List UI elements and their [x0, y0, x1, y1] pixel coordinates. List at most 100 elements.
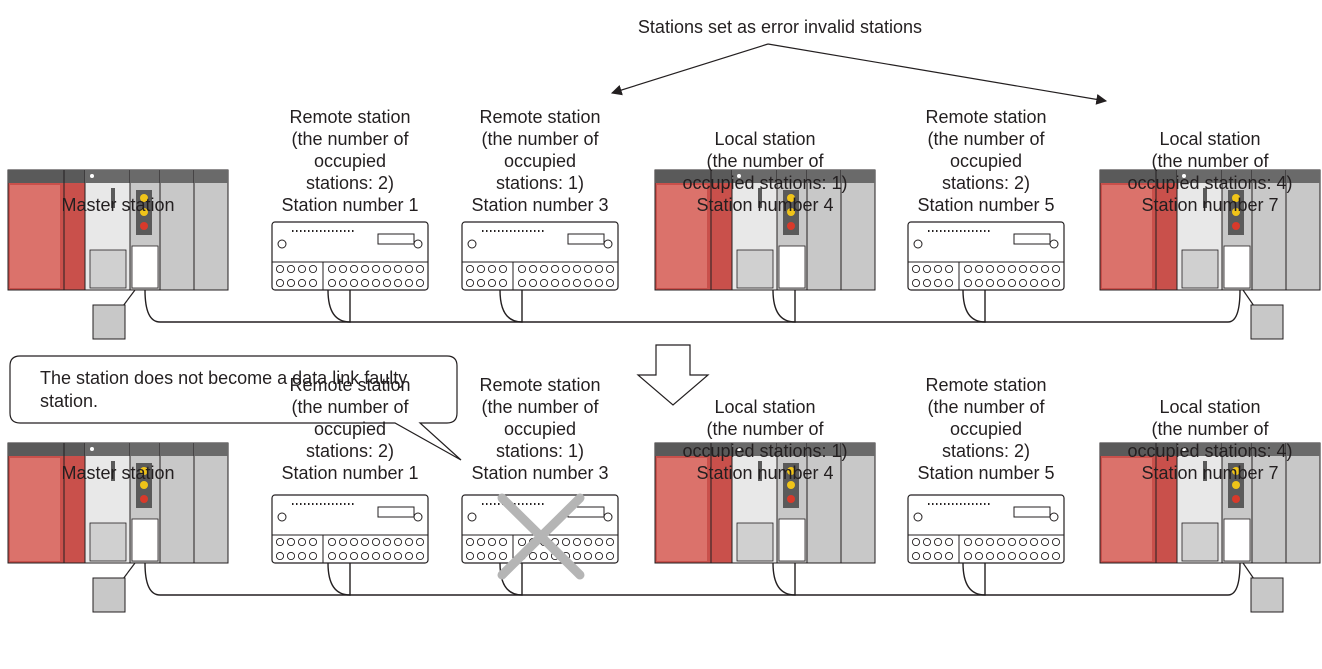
station-label-line: stations: 2) [306, 173, 394, 193]
remote-io-terminal [1029, 551, 1039, 561]
station-label-line: occupied [950, 419, 1022, 439]
remote-io-terminal [415, 278, 425, 288]
remote-io-body [461, 494, 619, 564]
remote-io-terminal [605, 278, 615, 288]
remote-io-terminal [933, 551, 943, 561]
plc-power-module [7, 442, 86, 564]
station-label-line: Station number 1 [281, 195, 418, 215]
remote-io-terminal [327, 537, 337, 547]
remote-io-switch [377, 506, 415, 518]
remote-io-terminal [583, 537, 593, 547]
remote-io-terminal [297, 537, 307, 547]
plc-cpu-led [1182, 447, 1186, 451]
remote-io-screw-left [913, 239, 923, 249]
station-label-line: Master station [61, 463, 174, 483]
plc-cpu-module-top [732, 443, 777, 456]
remote-io-terminal [550, 264, 560, 274]
remote-io-terminal [404, 264, 414, 274]
remote-io-terminal [911, 537, 921, 547]
remote-io-terminal [404, 551, 414, 561]
remote-io-terminal [1040, 278, 1050, 288]
station-label-line: occupied [504, 419, 576, 439]
station-label-line: Local station [1159, 397, 1260, 417]
remote-io-switch [1013, 233, 1051, 245]
plc-io-module-1-top [1252, 170, 1286, 183]
station-label-line: Remote station [479, 375, 600, 395]
remote-io-terminal [963, 278, 973, 288]
remote-io-terminal [487, 278, 497, 288]
remote-io-terminal [528, 551, 538, 561]
plc-cpu-module [84, 169, 131, 291]
remote-io-terminal [465, 278, 475, 288]
station-label-line: Station number 5 [917, 463, 1054, 483]
station-label-line: Master station [61, 195, 174, 215]
plc-network-led-run [1232, 194, 1240, 202]
plc-network-led-err [140, 495, 148, 503]
remote-io-terminal [308, 537, 318, 547]
error-invalid-annotation: Stations set as error invalid stations [610, 17, 1108, 105]
remote-io-terminal [349, 264, 359, 274]
remote-io-terminal [371, 264, 381, 274]
plc-network-led-err [787, 495, 795, 503]
remote-io-terminal [985, 551, 995, 561]
plc-network-module-top [130, 170, 160, 183]
remote-io-terminal [996, 278, 1006, 288]
station-label-line: Station number 4 [696, 463, 833, 483]
remote-io-terminal [1051, 264, 1061, 274]
remote-io-terminal [327, 278, 337, 288]
remote-io-body [907, 494, 1065, 564]
plc-cpu-indicator [1203, 461, 1207, 481]
remote-io-terminal [911, 551, 921, 561]
terminator-right [1250, 304, 1284, 340]
remote-io-terminal [561, 264, 571, 274]
plc-cpu-module-top [732, 170, 777, 183]
station-label-line: stations: 2) [942, 441, 1030, 461]
station-label-line: Station number 4 [696, 195, 833, 215]
remote-io-terminal [583, 264, 593, 274]
remote-io-screw-left [467, 239, 477, 249]
remote-io-terminal [465, 264, 475, 274]
remote-io-terminal [1051, 278, 1061, 288]
remote-io-screw-left [913, 512, 923, 522]
remote-io-terminal [393, 551, 403, 561]
station-label-line: (the number of [706, 151, 824, 171]
station-label-line: stations: 1) [496, 441, 584, 461]
plc-power-module [654, 442, 733, 564]
remote-io-terminal [286, 278, 296, 288]
terminator-lead-left [122, 289, 136, 307]
bus-drop [499, 289, 523, 323]
station-label-line: Remote station [925, 375, 1046, 395]
bus-drop [327, 289, 351, 323]
remote-io-terminal [922, 278, 932, 288]
bus-drop [772, 562, 796, 596]
remote-io-terminal [1040, 537, 1050, 547]
station-label-line: Station number 7 [1141, 463, 1278, 483]
remote-io-terminal [922, 551, 932, 561]
plc-cpu-led [90, 174, 94, 178]
remote-io-terminal [476, 537, 486, 547]
remote-io-terminal [371, 278, 381, 288]
plc-power-module [1099, 169, 1178, 291]
remote-io-terminal [338, 537, 348, 547]
plc-io-module-1-top [807, 443, 841, 456]
plc-network-module [776, 169, 808, 291]
plc-cpu-module [1176, 442, 1223, 564]
plc-network-module [129, 442, 161, 564]
station-label-line: occupied stations: 4) [1127, 441, 1292, 461]
plc-io-module-1-top [160, 443, 194, 456]
remote-io-terminal [974, 551, 984, 561]
station-label-line: (the number of [481, 397, 599, 417]
remote-io-terminal [572, 264, 582, 274]
remote-io-terminal [561, 537, 571, 547]
plc-network-led-run [787, 467, 795, 475]
plc-network-module-top [1222, 443, 1252, 456]
station-label-line: occupied [314, 419, 386, 439]
remote-io-terminal [1051, 551, 1061, 561]
remote-io-terminal [922, 537, 932, 547]
remote-io-terminal [286, 264, 296, 274]
remote-io-terminal [275, 264, 285, 274]
remote-io-terminal [922, 264, 932, 274]
terminator-left [92, 304, 126, 340]
